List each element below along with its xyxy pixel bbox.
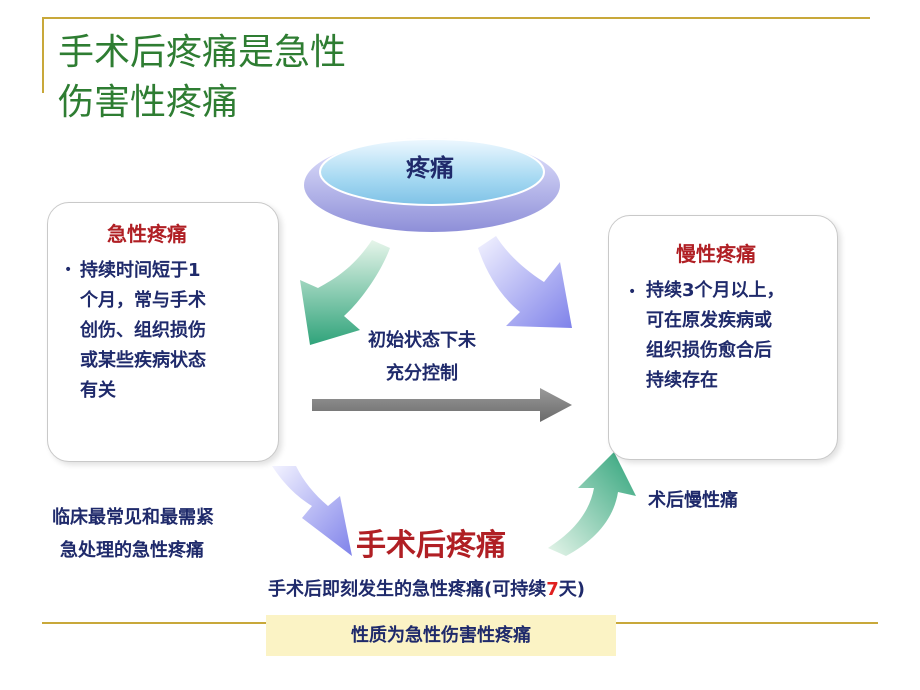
chronic-bullet-text: 持续3个月以上， 可在原发疾病或 组织损伤愈合后 持续存在 [646,276,832,396]
definition-suffix: 天) [558,579,585,600]
left-note-line-1: 临床最常见和最需紧 [52,507,214,528]
acute-line-2: 个月，常与手术 [80,290,206,311]
acute-pain-box [47,202,279,462]
nature-bar: 性质为急性伤害性疼痛 [266,615,616,656]
acute-line-3: 创伤、组织损伤 [80,320,206,341]
definition-prefix: 手术后即刻发生的急性疼痛(可持续 [268,579,547,600]
acute-line-5: 有关 [80,380,116,401]
middle-text-line-1: 初始状态下未 [368,330,476,351]
chronic-pain-box [608,215,838,460]
acute-line-4: 或某些疾病状态 [80,350,206,371]
acute-bullet-dot: • [64,262,73,278]
pain-node-top [319,138,545,206]
arrow-postop-to-chronic [548,452,636,556]
postop-definition: 手术后即刻发生的急性疼痛(可持续7天) [268,575,585,601]
chronic-line-2: 可在原发疾病或 [646,310,772,331]
top-rule [42,17,870,19]
arrow-acute-to-chronic [312,388,572,422]
chronic-line-3: 组织损伤愈合后 [646,340,772,361]
acute-pain-title: 急性疼痛 [107,222,187,246]
chronic-bullet-dot: • [628,284,637,300]
acute-line-1: 持续时间短于1 [80,260,201,281]
pain-node-label: 疼痛 [406,154,454,182]
title-line-2: 伤害性疼痛 [58,82,239,123]
definition-number: 7 [546,579,559,600]
arrow-to-acute [300,240,390,345]
slide-title: 手术后疼痛是急性 伤害性疼痛 [58,28,346,128]
left-note-line-2: 急处理的急性疼痛 [60,540,204,561]
right-note: 术后慢性痛 [648,490,738,511]
postop-pain-label: 手术后疼痛 [356,528,506,563]
arrow-to-postop [272,466,352,556]
title-line-1: 手术后疼痛是急性 [58,32,347,73]
arrow-to-chronic [478,236,572,328]
acute-bullet-text: 持续时间短于1 个月，常与手术 创伤、组织损伤 或某些疾病状态 有关 [80,256,270,406]
chronic-line-4: 持续存在 [646,370,718,391]
left-rule [42,17,44,93]
middle-text-line-2: 充分控制 [386,363,458,384]
chronic-pain-title: 慢性疼痛 [676,242,756,266]
chronic-line-1: 持续3个月以上， [646,280,785,301]
